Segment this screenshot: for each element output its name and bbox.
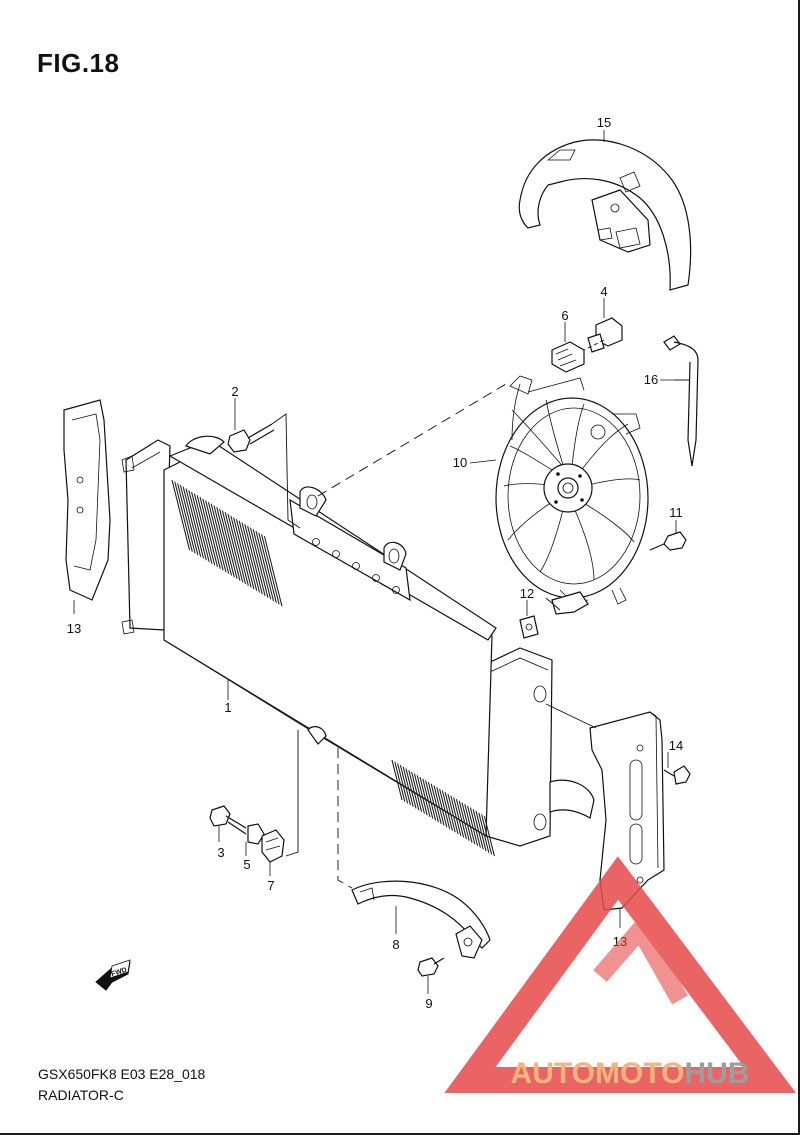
callout-leaders [73, 130, 690, 994]
part-number-6: 6 [561, 308, 568, 323]
section-name: RADIATOR-C [38, 1087, 124, 1103]
fan-shroud-part [518, 139, 692, 291]
part-number-1: 1 [224, 700, 231, 715]
watermark-brand-part2: HUB [684, 1057, 749, 1090]
cable-tie-part [660, 335, 699, 467]
model-code: GSX650FK8 E03 E28_018 [38, 1066, 206, 1082]
fan-bracket-part [551, 591, 589, 615]
radiator-part [121, 435, 595, 857]
part-number-12: 12 [520, 586, 534, 601]
part-number-labels: 1 2 3 4 5 6 7 8 9 10 11 12 13 13 14 15 1… [67, 115, 683, 1011]
part-number-16: 16 [644, 372, 658, 387]
part-number-4: 4 [600, 284, 607, 299]
grommet-part [551, 341, 585, 373]
bolt-part [417, 957, 445, 977]
watermark-logo: AUTOMOTOHUB [444, 856, 797, 1093]
part-number-15: 15 [597, 115, 611, 130]
clip-nut-part [519, 615, 539, 639]
bolt-part [209, 805, 247, 835]
part-number-9: 9 [425, 996, 432, 1011]
radiator-fins [171, 479, 495, 857]
part-number-7: 7 [267, 878, 274, 893]
forward-arrow-icon: FWD [95, 959, 131, 991]
collar-part [247, 823, 265, 845]
watermark-brand-part1: AUTOMOTO [511, 1057, 685, 1090]
part-number-8: 8 [392, 937, 399, 952]
radiator-side-cover-left [63, 399, 111, 601]
lower-bracket-part [351, 880, 491, 959]
part-number-14: 14 [669, 738, 683, 753]
watermark-text: AUTOMOTOHUB [511, 1057, 750, 1090]
cooling-fan-part [495, 375, 649, 605]
part-number-5: 5 [243, 857, 250, 872]
forward-arrow-label: FWD [110, 967, 127, 979]
reference-lines [271, 339, 605, 889]
radiator-side-cover-right [589, 711, 665, 911]
part-number-13-left: 13 [67, 621, 81, 636]
bolt-part [663, 765, 691, 785]
bolt-part [227, 423, 275, 453]
part-number-3: 3 [217, 845, 224, 860]
watermark-triangle-icon [444, 856, 797, 1093]
bolt-part [649, 531, 687, 551]
grommet-part [261, 829, 285, 863]
collar-part [587, 317, 623, 353]
part-number-11: 11 [669, 505, 683, 520]
part-number-10: 10 [453, 455, 467, 470]
figure-title: FIG.18 [37, 48, 120, 78]
part-number-2: 2 [231, 384, 238, 399]
